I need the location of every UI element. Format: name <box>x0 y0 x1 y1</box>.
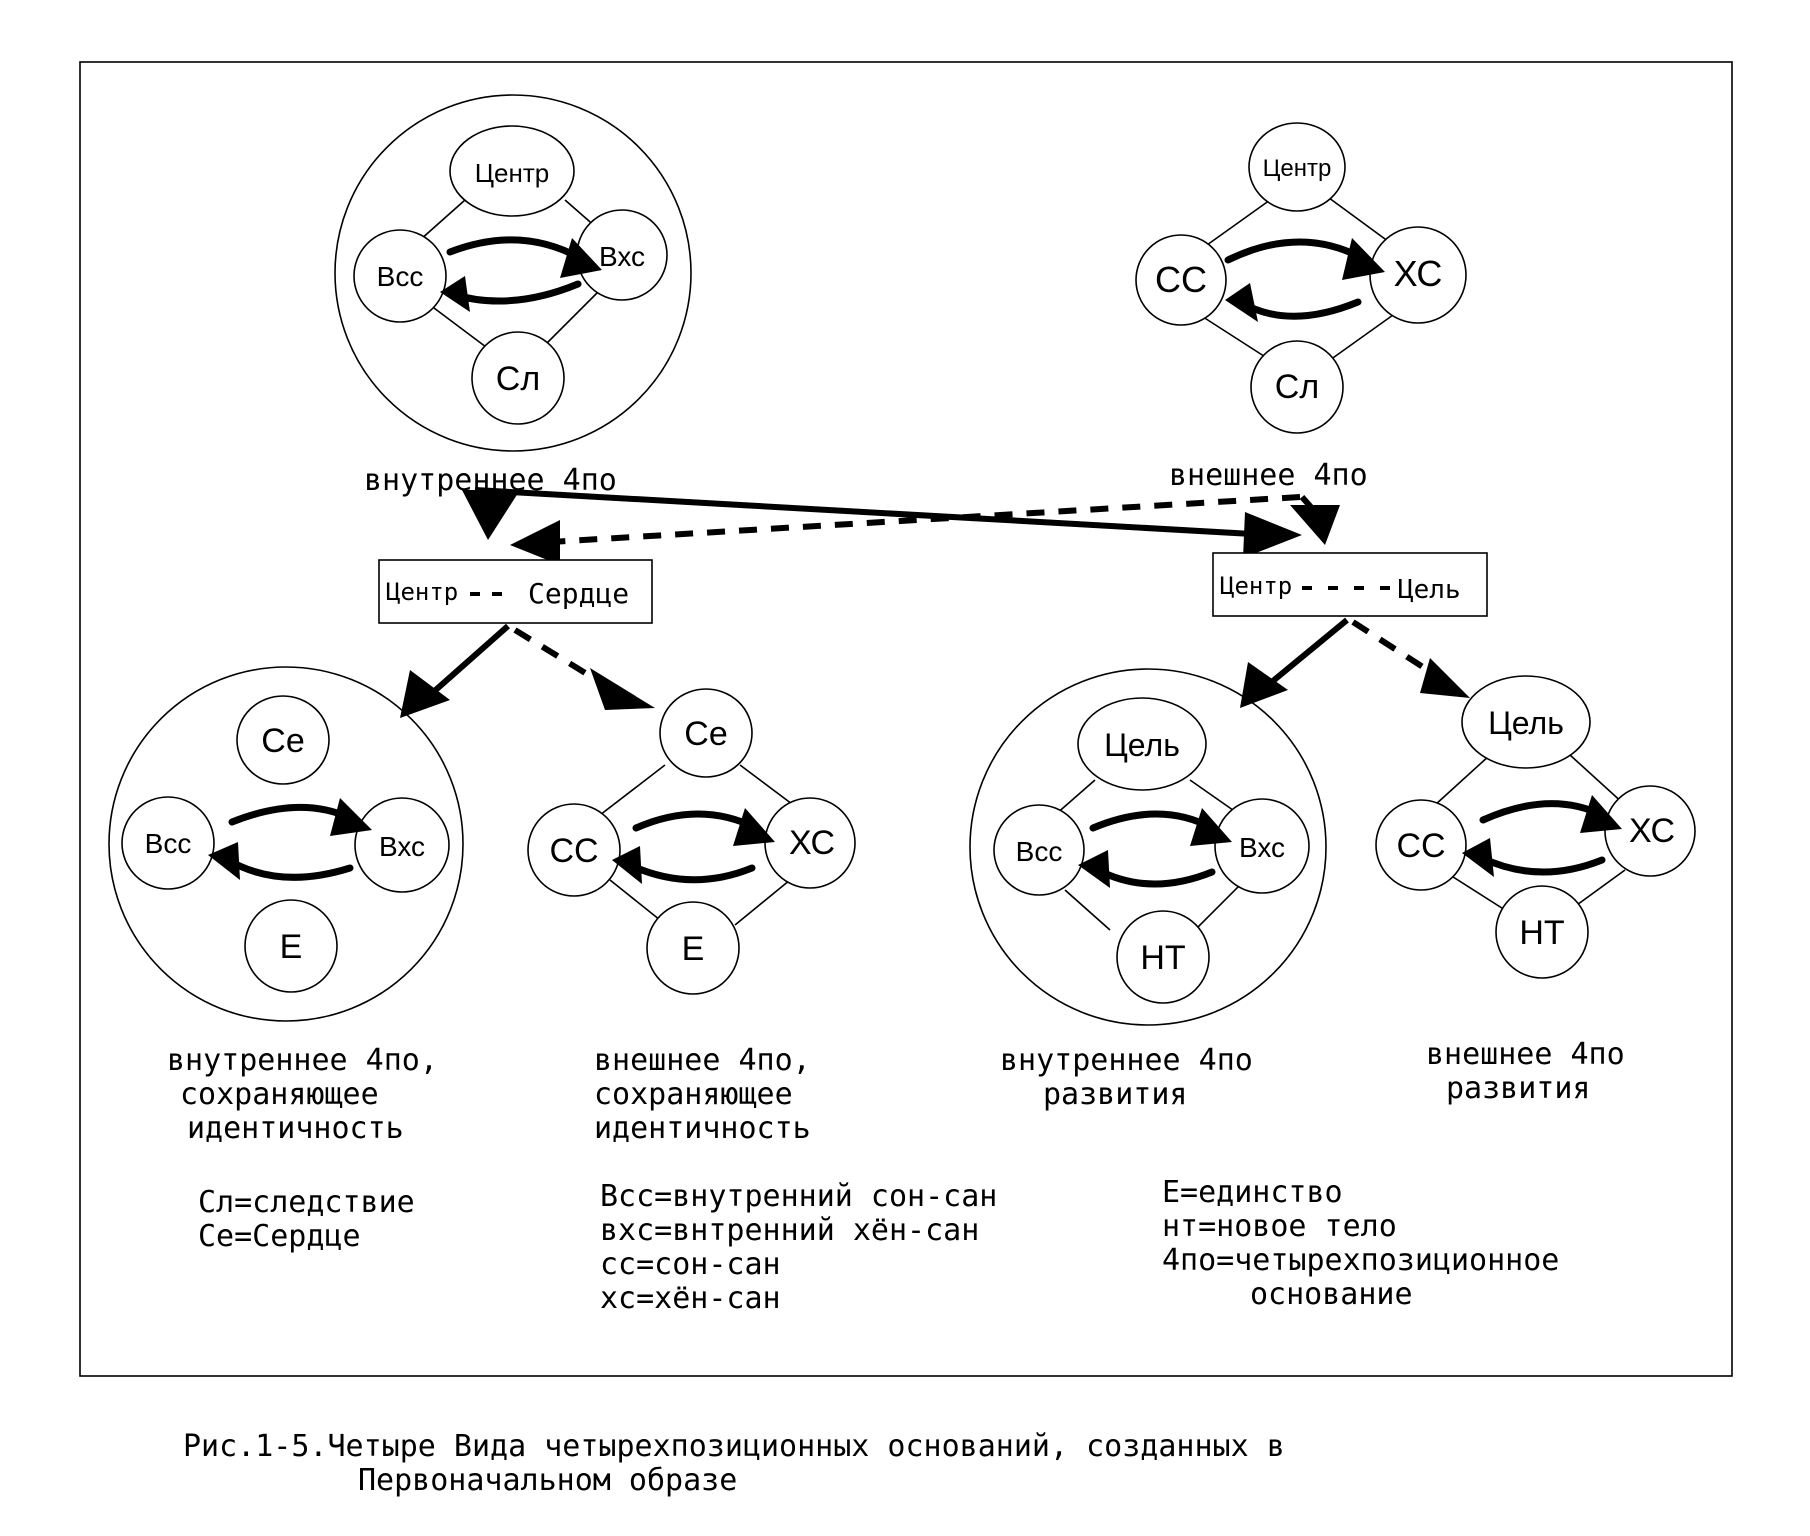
arrow-outer-to-heart <box>549 494 1301 545</box>
node-bottom <box>1116 910 1210 1004</box>
node-bottom <box>646 901 740 995</box>
bottom-four-position-3: Цель Всс Вхс НТ <box>969 668 1327 1026</box>
arrow-to-bottom-4 <box>1351 619 1442 681</box>
arrow-to-bottom-1 <box>428 623 510 698</box>
legend-col3-line-1: Е=единство <box>1162 1175 1343 1210</box>
bottom-four-position-2: Се СС ХС Е <box>527 688 856 995</box>
node-top <box>449 125 575 217</box>
node-bottom-label: Сл <box>496 360 540 398</box>
node-right-label: ХС <box>1394 253 1443 294</box>
node-left-label: СС <box>1155 259 1207 300</box>
box-left-word: Центр <box>1220 572 1292 600</box>
node-top-label: Се <box>261 722 304 760</box>
legend-col2-line-1: Всс=внутренний сон-сан <box>600 1179 997 1214</box>
bottom-1-label-line-3: идентичность <box>187 1111 404 1146</box>
bottom-four-position-1: Се Всс Вхс Е <box>108 666 464 1022</box>
box-center-goal <box>1212 552 1488 617</box>
node-left <box>993 804 1085 896</box>
node-top-label: Центр <box>475 158 549 188</box>
cycle-arrow-upper <box>446 236 584 262</box>
bottom-1-label-line-1: внутреннее 4по, <box>167 1043 438 1078</box>
node-right-label: Вхс <box>379 831 425 862</box>
node-top <box>1077 697 1207 791</box>
node-top <box>1248 122 1346 212</box>
bottom-2-label-line-3: идентичность <box>594 1111 811 1146</box>
bottom-1-label-line-2: сохраняющее <box>180 1077 379 1112</box>
cycle-arrow-upper <box>1224 238 1366 264</box>
node-right <box>1214 798 1310 894</box>
cycle-arrow-lower <box>448 280 582 305</box>
legend-col3-line-2: нт=новое тело <box>1162 1209 1397 1244</box>
bottom-four-position-4: Цель СС ХС НТ <box>1375 675 1696 979</box>
bottom-4-label-line-2: развития <box>1446 1071 1591 1106</box>
top-left-four-position: Центр Всс Вхс Сл <box>334 94 692 452</box>
figure-caption-line-2: Первоначальном образе <box>358 1463 737 1498</box>
node-top-label: Се <box>684 715 727 753</box>
node-bottom <box>244 899 338 993</box>
bottom-2-label-line-1: внешнее 4по, <box>594 1043 811 1078</box>
legend-col1-line-1: Сл=следствие <box>198 1185 415 1220</box>
node-left <box>1375 799 1467 891</box>
bottom-3-label-line-1: внутреннее 4по <box>1000 1043 1253 1078</box>
node-top-label: Цель <box>1488 705 1564 741</box>
box-right-word: Сердце <box>528 577 629 610</box>
bottom-3-label-line-2: развития <box>1043 1077 1188 1112</box>
node-top <box>659 688 753 778</box>
node-top <box>236 695 330 785</box>
node-bottom-label: Е <box>280 928 303 966</box>
node-left-label: СС <box>549 832 598 870</box>
legend-col3-line-4: основание <box>1250 1277 1413 1312</box>
arrow-to-bottom-2 <box>513 627 607 688</box>
node-bottom-label: Е <box>682 930 705 968</box>
figure-caption-line-1: Рис.1-5.Четыре Вида четырехпозиционных о… <box>183 1429 1285 1464</box>
node-top-label: Центр <box>1263 155 1332 182</box>
node-right-label: ХС <box>1629 812 1675 850</box>
node-bottom-label: НТ <box>1519 914 1564 952</box>
node-right-label: Вхс <box>1239 832 1285 863</box>
legend-col2-line-4: хс=хён-сан <box>600 1281 781 1316</box>
legend: Сл=следствие Се=Сердце Всс=внутренний со… <box>198 1175 1559 1316</box>
bottom-4-label-line-1: внешнее 4по <box>1426 1037 1625 1072</box>
enclosing-circle <box>108 666 464 1022</box>
arrow-inner-to-target <box>474 487 1271 538</box>
node-left <box>121 796 215 890</box>
node-right <box>354 797 450 893</box>
node-left <box>1135 234 1227 326</box>
box-center-heart <box>378 559 653 624</box>
enclosing-circle <box>334 94 692 452</box>
node-bottom <box>1495 885 1589 979</box>
legend-col3-line-3: 4по=четырехпозиционное <box>1162 1243 1559 1278</box>
node-right <box>1604 785 1696 877</box>
node-bottom-label: Сл <box>1275 368 1319 406</box>
legend-col2-line-3: сс=сон-сан <box>600 1247 781 1282</box>
legend-col1-line-2: Се=Сердце <box>198 1219 361 1254</box>
diagram-frame <box>79 61 1733 1377</box>
cycle-arrow-lower <box>1238 298 1362 320</box>
box-right-word: Цель <box>1398 575 1461 605</box>
node-bottom-label: НТ <box>1140 939 1185 977</box>
node-left-label: Всс <box>377 261 424 292</box>
node-left <box>527 803 621 897</box>
enclosing-circle <box>969 668 1327 1026</box>
node-bottom <box>1250 340 1344 434</box>
node-left-label: СС <box>1396 827 1445 865</box>
node-right <box>764 797 856 889</box>
top-right-label: внешнее 4по <box>1169 458 1368 493</box>
node-bottom <box>471 331 565 425</box>
legend-col2-line-2: вхс=внтренний хён-сан <box>600 1213 979 1248</box>
node-top <box>1461 675 1591 769</box>
node-top-label: Цель <box>1104 727 1180 763</box>
node-right-label: Вхс <box>599 241 645 272</box>
bottom-2-label-line-2: сохраняющее <box>594 1077 793 1112</box>
node-right-label: ХС <box>789 824 835 862</box>
node-left-label: Всс <box>1016 836 1063 867</box>
node-right <box>1369 226 1467 324</box>
node-left <box>353 229 447 323</box>
node-left-label: Всс <box>145 828 192 859</box>
box-left-word: Центр <box>386 578 458 606</box>
top-right-four-position: Центр СС ХС Сл <box>1135 122 1467 434</box>
arrow-to-bottom-3 <box>1266 617 1349 688</box>
